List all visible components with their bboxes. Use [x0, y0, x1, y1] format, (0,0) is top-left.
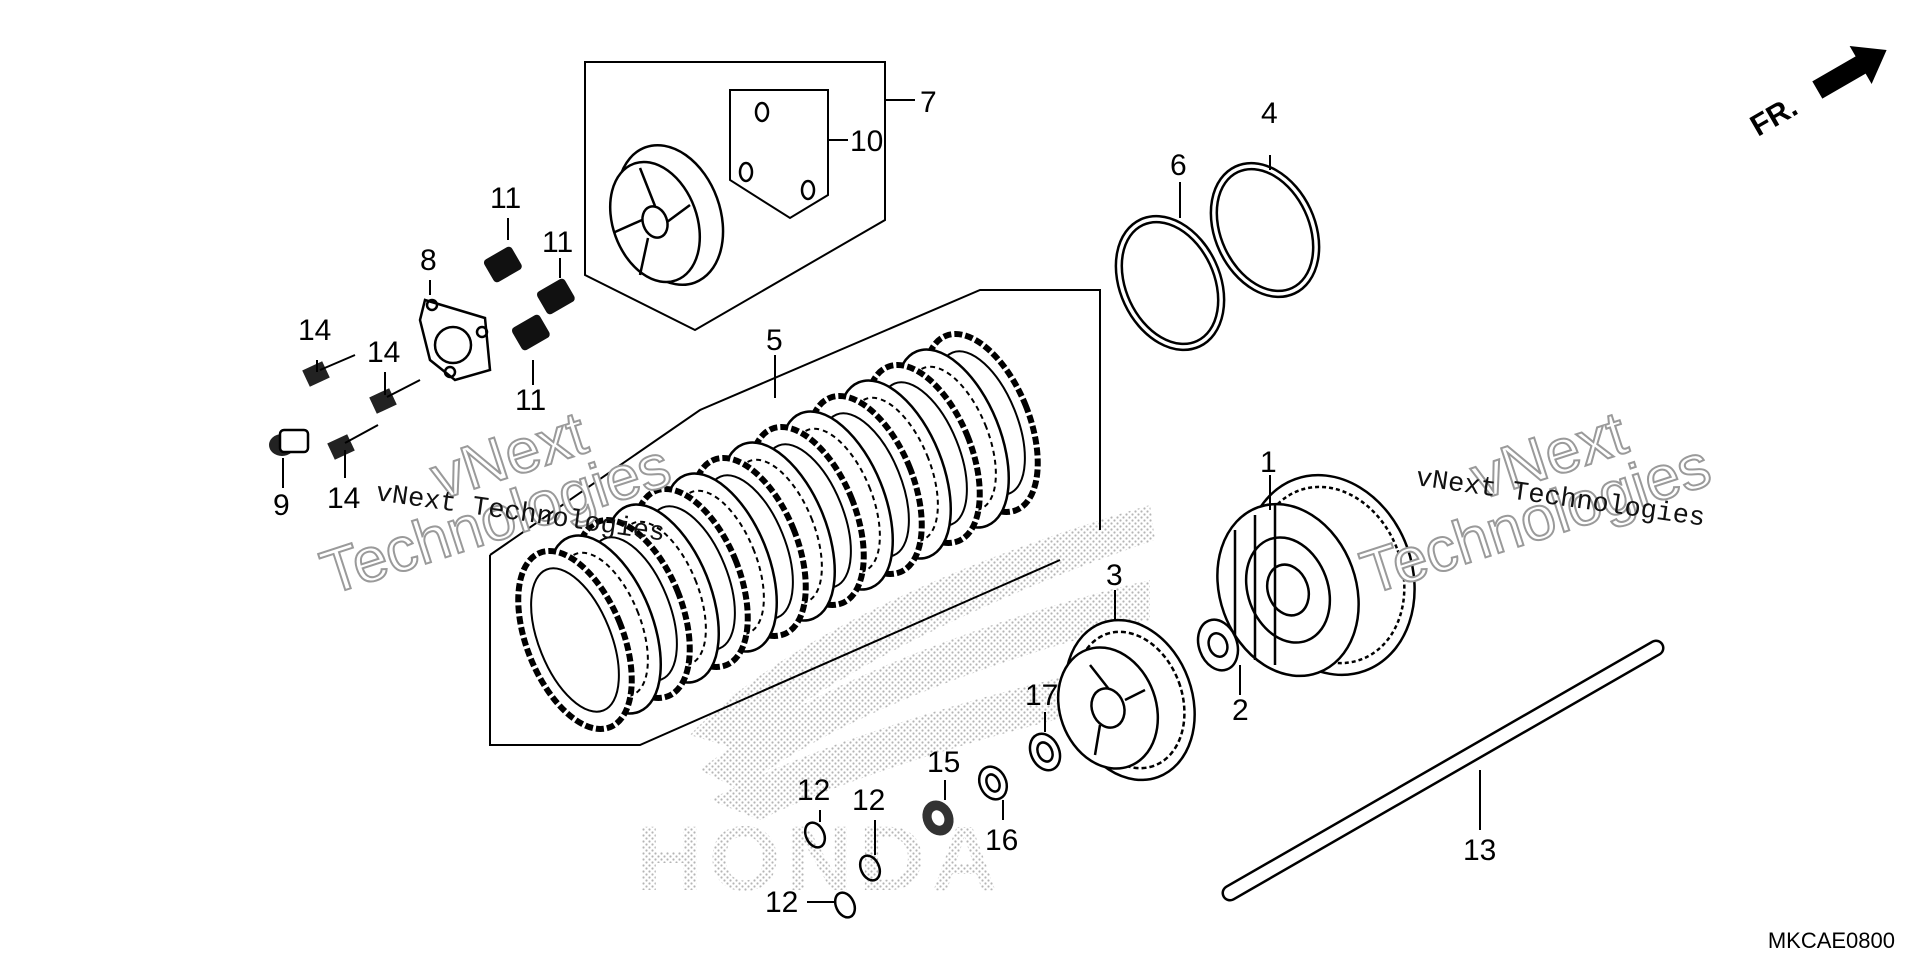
front-direction-arrow: FR. [1745, 45, 1887, 143]
clutch-disc-set [489, 289, 1101, 746]
snap-ring-1 [803, 821, 827, 849]
callout-10: 10 [850, 125, 883, 158]
callout-16: 16 [985, 824, 1018, 857]
callout-2: 2 [1232, 694, 1249, 727]
clutch-spring-1 [483, 246, 522, 283]
lifter-plate-assembly [584, 61, 886, 332]
callout-4: 4 [1261, 97, 1278, 130]
callout-17: 17 [1025, 679, 1058, 712]
callout-7: 7 [920, 86, 937, 119]
front-direction-label: FR. [1745, 90, 1803, 143]
clutch-disc [515, 548, 635, 732]
callout-8: 8 [420, 244, 437, 277]
clutch-spring-3 [511, 314, 550, 351]
thrust-washer-part [1196, 618, 1240, 672]
clutch-center-part [1056, 618, 1196, 782]
callout-11-bottom: 11 [515, 384, 546, 417]
callout-11-top: 11 [490, 182, 521, 215]
leader-lines [282, 99, 1481, 903]
bolt-1 [302, 354, 356, 387]
clutch-outer-part [1216, 473, 1416, 678]
washer-part [1028, 732, 1062, 772]
callout-12-middle: 12 [852, 784, 885, 817]
bolt-2 [369, 379, 421, 414]
callout-11-right: 11 [542, 226, 573, 259]
lifter-rod-part [1221, 639, 1665, 902]
bolt-3 [327, 424, 379, 460]
callout-13: 13 [1463, 834, 1496, 867]
callout-15: 15 [927, 746, 960, 779]
callout-3: 3 [1106, 559, 1123, 592]
callout-12-top: 12 [797, 774, 830, 807]
diagram-code: MKCAE0800 [1768, 928, 1895, 953]
callout-14-middle: 14 [367, 336, 400, 369]
o-ring-large [1209, 161, 1321, 299]
lifter-plate-part [418, 298, 492, 382]
lock-nut-part [922, 800, 954, 836]
callout-14-bottom: 14 [327, 482, 360, 515]
stud-bolt [269, 428, 310, 456]
snap-ring-2 [858, 854, 882, 882]
honda-wing-logo [690, 505, 1155, 820]
lock-washer-part [977, 765, 1009, 801]
callout-12-bottom: 12 [765, 886, 798, 919]
callout-5: 5 [766, 324, 783, 357]
snap-ring-3 [833, 891, 857, 919]
callout-14-left: 14 [298, 314, 331, 347]
o-ring-small [1114, 214, 1226, 352]
clutch-spring-2 [536, 278, 575, 315]
callout-1: 1 [1260, 446, 1277, 479]
callout-9: 9 [273, 489, 290, 522]
callout-6: 6 [1170, 149, 1187, 182]
